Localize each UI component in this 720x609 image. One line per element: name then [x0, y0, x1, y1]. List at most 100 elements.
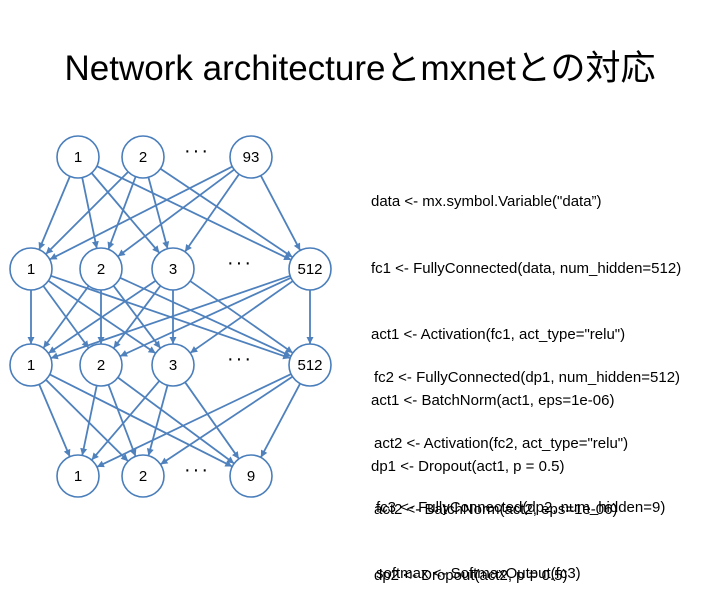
connection-line — [184, 173, 240, 253]
connection-line — [81, 385, 98, 456]
node-circle — [121, 454, 165, 498]
connection-line — [159, 167, 294, 259]
node-label: 3 — [169, 261, 177, 278]
node-circle — [56, 454, 100, 498]
node-label: 1 — [74, 149, 82, 166]
node-label: 1 — [74, 468, 82, 485]
code-block-output: fc3 <- FullyConnected(dp2, num_hidden=9)… — [376, 453, 665, 607]
code-line: fc1 <- FullyConnected(data, num_hidden=5… — [371, 260, 682, 277]
node-label: 512 — [297, 357, 322, 374]
connection-line — [117, 376, 235, 465]
node-circle — [121, 135, 165, 179]
connection-line — [117, 168, 235, 258]
neuron-node: 512 — [288, 343, 332, 387]
arrowhead-icon — [285, 346, 293, 353]
code-line: fc3 <- FullyConnected(dp2, num_hidden=9) — [376, 499, 666, 516]
arrowhead-icon — [146, 448, 154, 456]
arrowhead-icon — [306, 337, 314, 344]
arrowhead-icon — [48, 346, 57, 354]
arrowhead-icon — [43, 340, 51, 349]
arrowhead-icon — [162, 241, 170, 249]
connection-line — [42, 285, 90, 349]
code-line: act2 <- BatchNorm(act2, eps=1e-06) — [374, 501, 618, 518]
arrowhead-icon — [49, 253, 58, 260]
node-label: 2 — [97, 261, 105, 278]
slide-title: Network architectureとmxnetとの対応 — [64, 49, 656, 88]
arrowhead-icon — [147, 346, 156, 354]
connection-line — [38, 383, 71, 458]
node-circle — [79, 343, 123, 387]
neuron-node: 1 — [56, 135, 100, 179]
node-circle — [288, 247, 332, 291]
code-line: act1 <- BatchNorm(act1, eps=1e-06) — [371, 392, 615, 409]
connection-line — [45, 171, 129, 255]
connection-line — [90, 380, 161, 461]
node-circle — [288, 343, 332, 387]
code-block-layer1: fc1 <- FullyConnected(data, num_hidden=5… — [371, 214, 681, 500]
arrowhead-icon — [152, 245, 160, 253]
connection-line — [49, 373, 233, 468]
node-circle — [9, 247, 53, 291]
connection-line — [184, 381, 240, 460]
connection-line — [119, 276, 292, 358]
arrowhead-icon — [91, 452, 99, 461]
node-group: 1 2 93 1 2 3 512 1 2 3 512 1 2 9 — [9, 135, 332, 498]
arrowhead-icon — [185, 244, 192, 252]
node-circle — [229, 135, 273, 179]
connection-line — [260, 383, 301, 458]
arrowhead-icon — [38, 241, 46, 250]
node-label: 93 — [243, 149, 260, 166]
arrowhead-icon — [284, 250, 293, 258]
node-label: 512 — [297, 261, 322, 278]
arrowhead-icon — [224, 460, 233, 467]
ellipsis-label: ··· — [227, 252, 253, 274]
node-circle — [229, 454, 273, 498]
code-line: act2 <- Activation(fc2, act_type="relu") — [374, 435, 629, 452]
node-circle — [151, 247, 195, 291]
connection-line — [90, 172, 161, 254]
code-line: act1 <- Activation(fc1, act_type="relu") — [371, 326, 626, 343]
arrowhead-icon — [283, 350, 291, 357]
connection-line — [49, 165, 233, 261]
arrowhead-icon — [160, 457, 169, 465]
neuron-node: 512 — [288, 247, 332, 291]
arrowhead-icon — [260, 449, 268, 458]
connection-line — [50, 274, 291, 360]
node-label: 2 — [139, 468, 147, 485]
connection-line — [107, 176, 137, 250]
node-label: 2 — [97, 357, 105, 374]
neuron-node: 1 — [9, 247, 53, 291]
neuron-node: 3 — [151, 343, 195, 387]
connection-line — [45, 379, 129, 462]
code-line: data <- mx.symbol.Variable("data”) — [371, 193, 602, 210]
neuron-node: 93 — [229, 135, 273, 179]
node-label: 1 — [27, 357, 35, 374]
arrowhead-icon — [80, 447, 88, 456]
node-label: 9 — [247, 468, 255, 485]
code-line: fc2 <- FullyConnected(dp1, num_hidden=51… — [374, 369, 681, 386]
neuron-node: 2 — [79, 247, 123, 291]
code-line: dp1 <- Dropout(act1, p = 0.5) — [371, 458, 565, 475]
connection-line — [112, 285, 162, 349]
ellipsis-label: ··· — [184, 459, 210, 481]
arrowhead-icon — [107, 241, 115, 250]
node-circle — [56, 135, 100, 179]
arrowhead-icon — [120, 350, 128, 357]
neuron-node: 2 — [121, 454, 165, 498]
arrowhead-icon — [190, 346, 198, 353]
neuron-node: 2 — [121, 135, 165, 179]
arrowhead-icon — [96, 460, 105, 468]
connection-line — [147, 385, 169, 456]
arrowhead-icon — [117, 249, 126, 257]
neuron-node: 9 — [229, 454, 273, 498]
node-label: 1 — [27, 261, 35, 278]
arrowhead-icon — [27, 337, 35, 344]
connection-line — [96, 373, 292, 468]
connection-line — [147, 177, 169, 249]
node-label: 3 — [169, 357, 177, 374]
arrowhead-icon — [120, 453, 129, 462]
arrowhead-icon — [226, 456, 235, 464]
arrowhead-icon — [63, 448, 71, 457]
arrowhead-icon — [50, 352, 59, 360]
